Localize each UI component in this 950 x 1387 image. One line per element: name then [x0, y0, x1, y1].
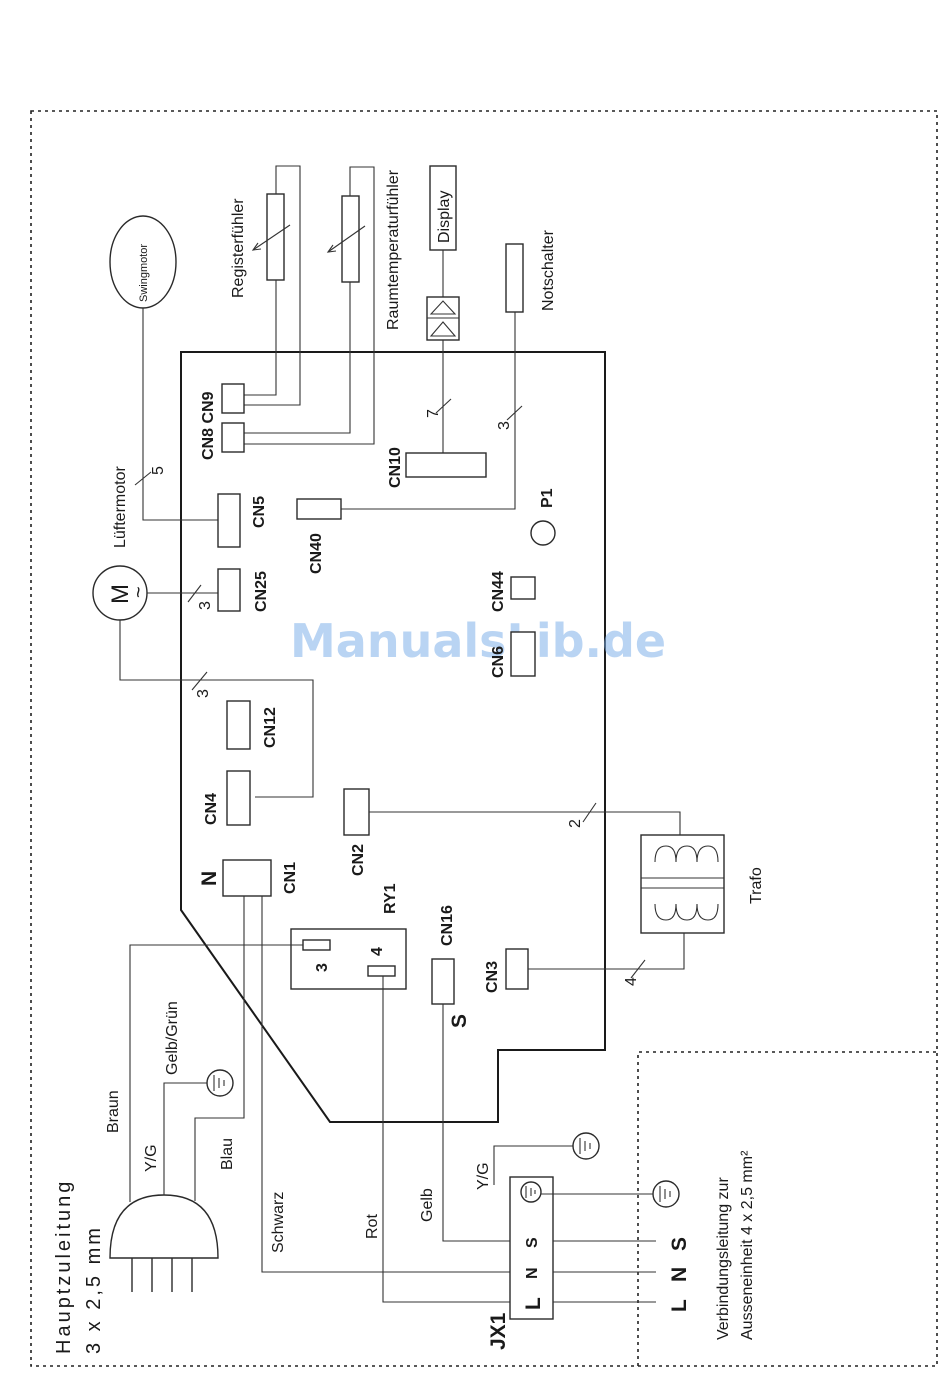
earth-icon: [572, 1132, 600, 1160]
cn16-connector: [431, 958, 455, 1005]
earth-icon: [520, 1181, 542, 1203]
motor2-wire-count: 3: [195, 689, 212, 698]
cn1-label: CN1: [282, 862, 299, 894]
cn12-label: CN12: [262, 707, 279, 748]
mains-plug: [109, 1194, 219, 1259]
cn2-label: CN2: [350, 844, 367, 876]
motor-m: M: [107, 584, 134, 604]
hauptzuleitung-title: Hauptzuleitung: [53, 1179, 75, 1354]
motor-tilde: ~: [128, 586, 150, 598]
cn4-label: CN4: [203, 793, 220, 825]
cn9-connector: [221, 383, 245, 414]
earth-icon: [652, 1180, 680, 1208]
terminal-n: N: [524, 1267, 541, 1279]
cn8-cn9-label: CN8 CN9: [200, 391, 217, 460]
swingmotor-label: Swingmotor: [138, 244, 150, 302]
display-label: Display: [436, 191, 453, 243]
querschnitt-title: 3 x 2,5 mm: [83, 1225, 105, 1354]
p1-label: P1: [539, 488, 556, 508]
cn5-label: CN5: [251, 496, 268, 528]
outer-dashed-frame: [30, 110, 938, 1367]
yg2-label: Y/G: [475, 1162, 492, 1190]
cn6-connector: [510, 631, 536, 677]
cn16-s-label: S: [448, 1014, 471, 1028]
raumtemperaturfuhler-label: Raumtemperaturfühler: [385, 169, 402, 330]
cn12-connector: [226, 700, 251, 750]
cn40-label: CN40: [308, 533, 325, 574]
braun-label: Braun: [105, 1090, 122, 1133]
relay-label: RY1: [382, 883, 399, 914]
cn44-label: CN44: [490, 571, 507, 612]
cn44-connector: [510, 576, 536, 600]
relay-ry1: [290, 928, 407, 990]
cn4-connector: [226, 770, 251, 826]
verbindung-line1: Verbindungsleitung zur: [715, 1177, 732, 1340]
earth-icon: [206, 1069, 234, 1097]
motor-wire-count: 3: [197, 601, 214, 610]
registerfuhler-label: Registerfühler: [230, 198, 247, 298]
cn10-connector: [405, 452, 487, 478]
luftermotor-label: Lüftermotor: [112, 466, 129, 548]
cn8-connector: [221, 422, 245, 453]
registerfuhler-sensor: [266, 193, 285, 281]
gelb-gruen-label: Gelb/Grün: [164, 1001, 181, 1075]
outdoor-dashed-region: [637, 1051, 937, 1366]
notschalter-wire-count: 3: [496, 421, 513, 430]
gelb-label: Gelb: [419, 1188, 436, 1222]
cn1-n-label: N: [198, 871, 221, 886]
schwarz-label: Schwarz: [270, 1192, 287, 1253]
cn16-label: CN16: [439, 905, 456, 946]
cn6-label: CN6: [490, 646, 507, 678]
trafo-transformer: [640, 834, 725, 934]
notschalter-switch: [505, 243, 524, 313]
rot-label: Rot: [364, 1214, 381, 1239]
cn10-label: CN10: [387, 447, 404, 488]
cn2-wire-count: 2: [567, 819, 584, 828]
relay-pin3: 3: [314, 963, 331, 972]
trafo-label: Trafo: [748, 867, 765, 904]
cn3-connector: [505, 948, 529, 990]
cn1-connector: [222, 859, 272, 897]
relay-pin4: 4: [369, 947, 386, 956]
outer-n: N: [668, 1267, 691, 1282]
cn25-connector: [217, 568, 241, 612]
cn3-wire-count: 4: [623, 977, 640, 986]
cn40-connector: [296, 498, 342, 520]
jx1-label: JX1: [487, 1312, 510, 1350]
outer-l: L: [668, 1299, 691, 1312]
cn2-connector: [343, 788, 370, 836]
swing-wire-count: 5: [150, 466, 167, 475]
verbindung-line2: Ausseneinheit 4 x 2,5 mm²: [739, 1150, 756, 1340]
terminal-s: S: [524, 1237, 541, 1248]
terminal-l: L: [522, 1297, 545, 1310]
display-wire-count: 7: [425, 409, 442, 418]
swing-wire: [142, 308, 222, 521]
watermark: ManualsLib.de: [290, 614, 666, 668]
yg-label: Y/G: [143, 1144, 160, 1172]
cn5-connector: [217, 493, 241, 548]
p1-indicator: [530, 520, 556, 546]
raumtemperaturfuhler-sensor: [341, 195, 360, 283]
cn25-label: CN25: [253, 571, 270, 612]
blau-label: Blau: [219, 1138, 236, 1170]
display-box: [429, 165, 457, 251]
notschalter-label: Notschalter: [540, 229, 557, 311]
outer-s: S: [668, 1237, 691, 1251]
cn3-label: CN3: [484, 961, 501, 993]
